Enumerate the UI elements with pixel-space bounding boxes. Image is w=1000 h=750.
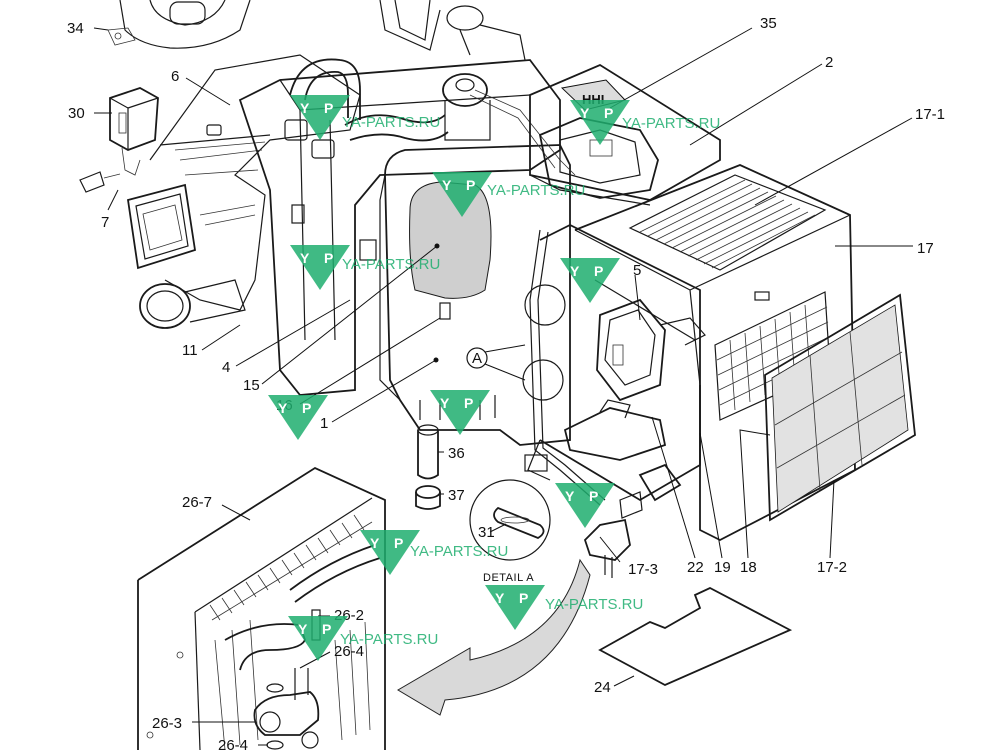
- svg-text:P: P: [519, 590, 528, 606]
- svg-text:P: P: [604, 105, 613, 121]
- detail-a-label: DETAIL A: [483, 572, 534, 584]
- svg-text:YA-PARTS.RU: YA-PARTS.RU: [410, 543, 508, 560]
- svg-text:P: P: [324, 250, 333, 266]
- svg-text:YA-PARTS.RU: YA-PARTS.RU: [545, 596, 643, 613]
- actuator-part: [79, 87, 159, 193]
- air-duct-part: [126, 54, 361, 329]
- callout-1: 1: [320, 415, 328, 432]
- callout-19: 19: [714, 559, 731, 576]
- evaporator-fins: [209, 514, 373, 750]
- callout-17-2: 17-2: [817, 559, 847, 576]
- svg-text:P: P: [464, 395, 473, 411]
- svg-text:Y: Y: [300, 100, 310, 116]
- svg-text:YA-PARTS.RU: YA-PARTS.RU: [622, 115, 720, 132]
- callout-22: 22: [687, 559, 704, 576]
- evaporator-core-part: [137, 466, 386, 750]
- callout-31: 31: [478, 524, 495, 541]
- callout-15: 15: [243, 377, 260, 394]
- svg-text:Y: Y: [298, 621, 308, 637]
- pipe-assembly-part: [284, 0, 576, 176]
- callout-35: 35: [760, 15, 777, 32]
- svg-text:Y: Y: [442, 177, 452, 193]
- svg-text:P: P: [594, 263, 603, 279]
- callout-4: 4: [222, 359, 230, 376]
- upper-case-part: HHI: [529, 63, 721, 206]
- callout-24: 24: [594, 679, 611, 696]
- callout-17: 17: [917, 240, 934, 257]
- callout-30: 30: [68, 105, 85, 122]
- callout-17-3: 17-3: [628, 561, 658, 578]
- leader-lines: [93, 27, 913, 746]
- callout-26-7: 26-7: [182, 494, 212, 511]
- svg-text:YA-PARTS.RU: YA-PARTS.RU: [340, 631, 438, 648]
- svg-text:YA-PARTS.RU: YA-PARTS.RU: [342, 114, 440, 131]
- svg-text:YA-PARTS.RU: YA-PARTS.RU: [487, 182, 585, 199]
- callout-7: 7: [101, 214, 109, 231]
- svg-text:Y: Y: [440, 395, 450, 411]
- callout-26-3: 26-3: [152, 715, 182, 732]
- side-grille-mesh: [716, 304, 831, 411]
- svg-text:Y: Y: [370, 535, 380, 551]
- callout-a: A: [472, 350, 482, 367]
- svg-text:P: P: [324, 100, 333, 116]
- filter-housing-part: [574, 164, 916, 542]
- callout-5: 5: [633, 262, 641, 279]
- svg-text:YA-PARTS.RU: YA-PARTS.RU: [342, 256, 440, 273]
- insulation-pad-part: [598, 586, 793, 687]
- callout-26-4-lower: 26-4: [218, 737, 248, 750]
- svg-text:Y: Y: [495, 590, 505, 606]
- detail-a-part: DETAIL A: [397, 479, 631, 716]
- callout-17-1: 17-1: [915, 106, 945, 123]
- svg-text:Y: Y: [278, 400, 288, 416]
- callout-37: 37: [448, 487, 465, 504]
- callout-34: 34: [67, 20, 84, 37]
- callout-11: 11: [182, 342, 198, 359]
- detail-a-marker: [466, 347, 488, 369]
- svg-text:Y: Y: [570, 263, 580, 279]
- side-panel-part: [466, 223, 706, 519]
- top-grille-mesh: [639, 179, 816, 269]
- svg-text:Y: Y: [300, 250, 310, 266]
- svg-text:P: P: [589, 488, 598, 504]
- svg-text:Y: Y: [565, 488, 575, 504]
- drain-hose-part: [415, 424, 441, 510]
- svg-text:Y: Y: [580, 105, 590, 121]
- callout-26-4-upper: 26-4: [334, 643, 364, 660]
- svg-text:P: P: [394, 535, 403, 551]
- svg-text:P: P: [466, 177, 475, 193]
- callout-2: 2: [825, 54, 833, 71]
- callout-36: 36: [448, 445, 465, 462]
- callout-18: 18: [740, 559, 757, 576]
- blower-motor-part: [107, 0, 251, 49]
- callout-6: 6: [171, 68, 179, 85]
- svg-text:P: P: [302, 400, 311, 416]
- svg-text:P: P: [322, 621, 331, 637]
